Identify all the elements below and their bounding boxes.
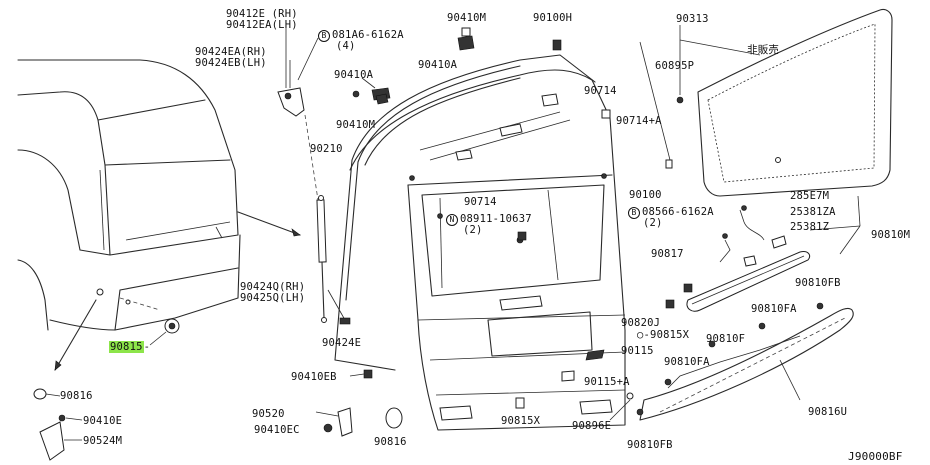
finisher-90816U (636, 302, 854, 421)
label-90817: 90817 (651, 248, 684, 260)
label-90115A: 90115+A (584, 376, 630, 388)
bolt-marker-icon-2: B (628, 207, 640, 219)
latch-and-handle (499, 295, 605, 409)
label-90424EB: 90424EB(LH) (195, 57, 267, 69)
label-90714-mid: 90714 (464, 196, 497, 208)
motor-90410M (457, 27, 475, 51)
label-90410EB: 90410EB (291, 371, 337, 383)
vehicle-rear-outline (17, 59, 301, 371)
label-90115: 90115 (621, 345, 654, 357)
back-glass-90313 (639, 8, 893, 197)
label-90815X-lower: 90815X (501, 415, 541, 427)
weatherstrip-90210 (334, 54, 596, 371)
diagram-code: J90000BF (848, 450, 903, 463)
label-90410M-top: 90410M (447, 12, 487, 24)
label-90410EC: 90410EC (254, 424, 300, 436)
label-90424Q: 90424Q(RH) (240, 281, 306, 293)
label-90524M: 90524M (83, 435, 123, 447)
lamp-bracket-parts (609, 283, 693, 421)
bumper-90410EB (349, 369, 373, 379)
label-glass-note: 非販売 (747, 44, 780, 56)
label-90714A-top: 90714+A (616, 115, 662, 127)
bolt-081A6-number: 081A6-6162A (332, 29, 404, 41)
label-60895P: 60895P (655, 60, 695, 72)
stopper-90714 (437, 109, 611, 219)
label-90424EA: 90424EA(RH) (195, 46, 267, 58)
cap-90816-left (33, 388, 61, 400)
label-90520: 90520 (252, 408, 285, 420)
label-90714-top: 90714 (584, 85, 617, 97)
grommet-90815 (149, 318, 180, 346)
nut-marker-icon: N (446, 214, 458, 226)
label-90815X-upper: ○-90815X (637, 330, 689, 341)
label-90816-mid: 90816 (374, 436, 407, 448)
stop-lamp-90810M (686, 195, 861, 312)
label-90810FA-bottom: 90810FA (664, 356, 710, 368)
label-90815-highlight: 90815 (109, 341, 144, 353)
screw-08911 (517, 231, 527, 241)
washer-icon: ○- (637, 329, 651, 341)
clip-90100H (552, 39, 562, 51)
label-90815: 90815- (109, 341, 151, 353)
label-90810FB-top: 90810FB (795, 277, 841, 289)
label-90410A-right: 90410A (418, 59, 458, 71)
label-90210: 90210 (310, 143, 343, 155)
label-90820J: 90820J (621, 317, 661, 329)
label-90425Q: 90425Q(LH) (240, 292, 306, 304)
screw-08911-number: 08911-10637 (460, 213, 532, 225)
label-screw-08911-qty: (2) (463, 224, 483, 236)
label-90100: 90100 (629, 189, 662, 201)
label-90424E: 90424E (322, 337, 362, 349)
label-90810F: 90810F (706, 333, 746, 345)
label-90412E: 90412E (RH) (226, 8, 298, 20)
label-90410M-mid: 90410M (336, 119, 376, 131)
label-bolt-081A6-qty: (4) (336, 40, 356, 52)
label-25381Z: 25381Z (790, 221, 830, 233)
label-90810FA-top: 90810FA (751, 303, 797, 315)
label-25381ZA: 25381ZA (790, 206, 836, 218)
label-90410E: 90410E (83, 415, 123, 427)
label-90816-left: 90816 (60, 390, 93, 402)
cap-90816-mid (385, 407, 403, 429)
bolt-marker-icon: B (318, 30, 330, 42)
label-90313: 90313 (676, 13, 709, 25)
hinge-90520 (315, 407, 353, 437)
label-90100H: 90100H (533, 12, 573, 24)
label-bolt-08566-qty: (2) (643, 217, 663, 229)
hinge-90412E (277, 20, 319, 117)
label-90896E: 90896E (572, 420, 612, 432)
bracket-90524M (39, 414, 83, 461)
back-door-panel (349, 69, 626, 431)
label-90815-leader: - (143, 341, 151, 353)
bolt-08566-number: 08566-6162A (642, 206, 714, 218)
bumper-90410M-mid (375, 93, 389, 105)
label-90815X-upper-text: 90815X (650, 329, 690, 341)
label-90410A-left: 90410A (334, 69, 374, 81)
gas-stay-90424Q (304, 114, 351, 325)
label-90810FB-bottom: 90810FB (627, 439, 673, 451)
label-90412EA: 90412EA(LH) (226, 19, 298, 31)
label-90810M: 90810M (871, 229, 911, 241)
label-285E7M: 285E7M (790, 190, 830, 202)
label-90816U: 90816U (808, 406, 848, 418)
